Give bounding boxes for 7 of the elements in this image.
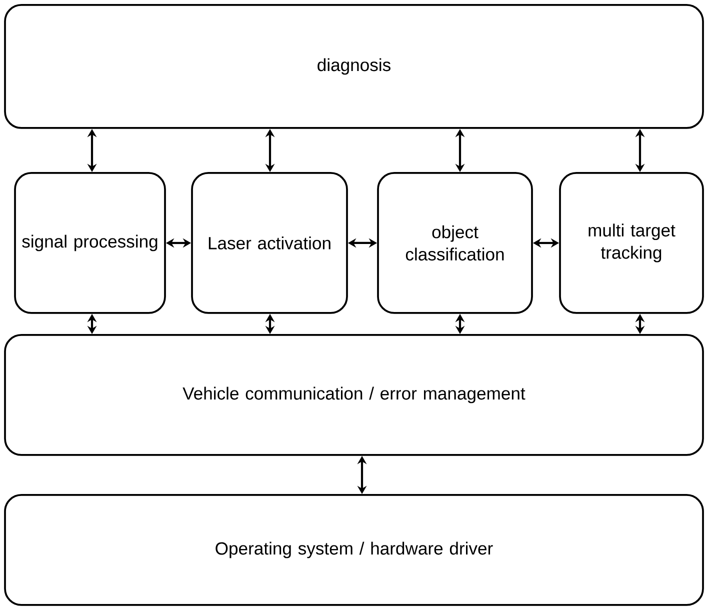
process-box: Vehicle communication / error management: [4, 334, 704, 456]
process-box: Laser activation: [191, 172, 348, 314]
process-box: Operating system / hardware driver: [4, 494, 704, 606]
process-box: diagnosis: [4, 4, 704, 129]
process-box: multi target tracking: [559, 172, 704, 314]
process-box: signal processing: [14, 172, 166, 314]
process-box: object classification: [377, 172, 533, 314]
